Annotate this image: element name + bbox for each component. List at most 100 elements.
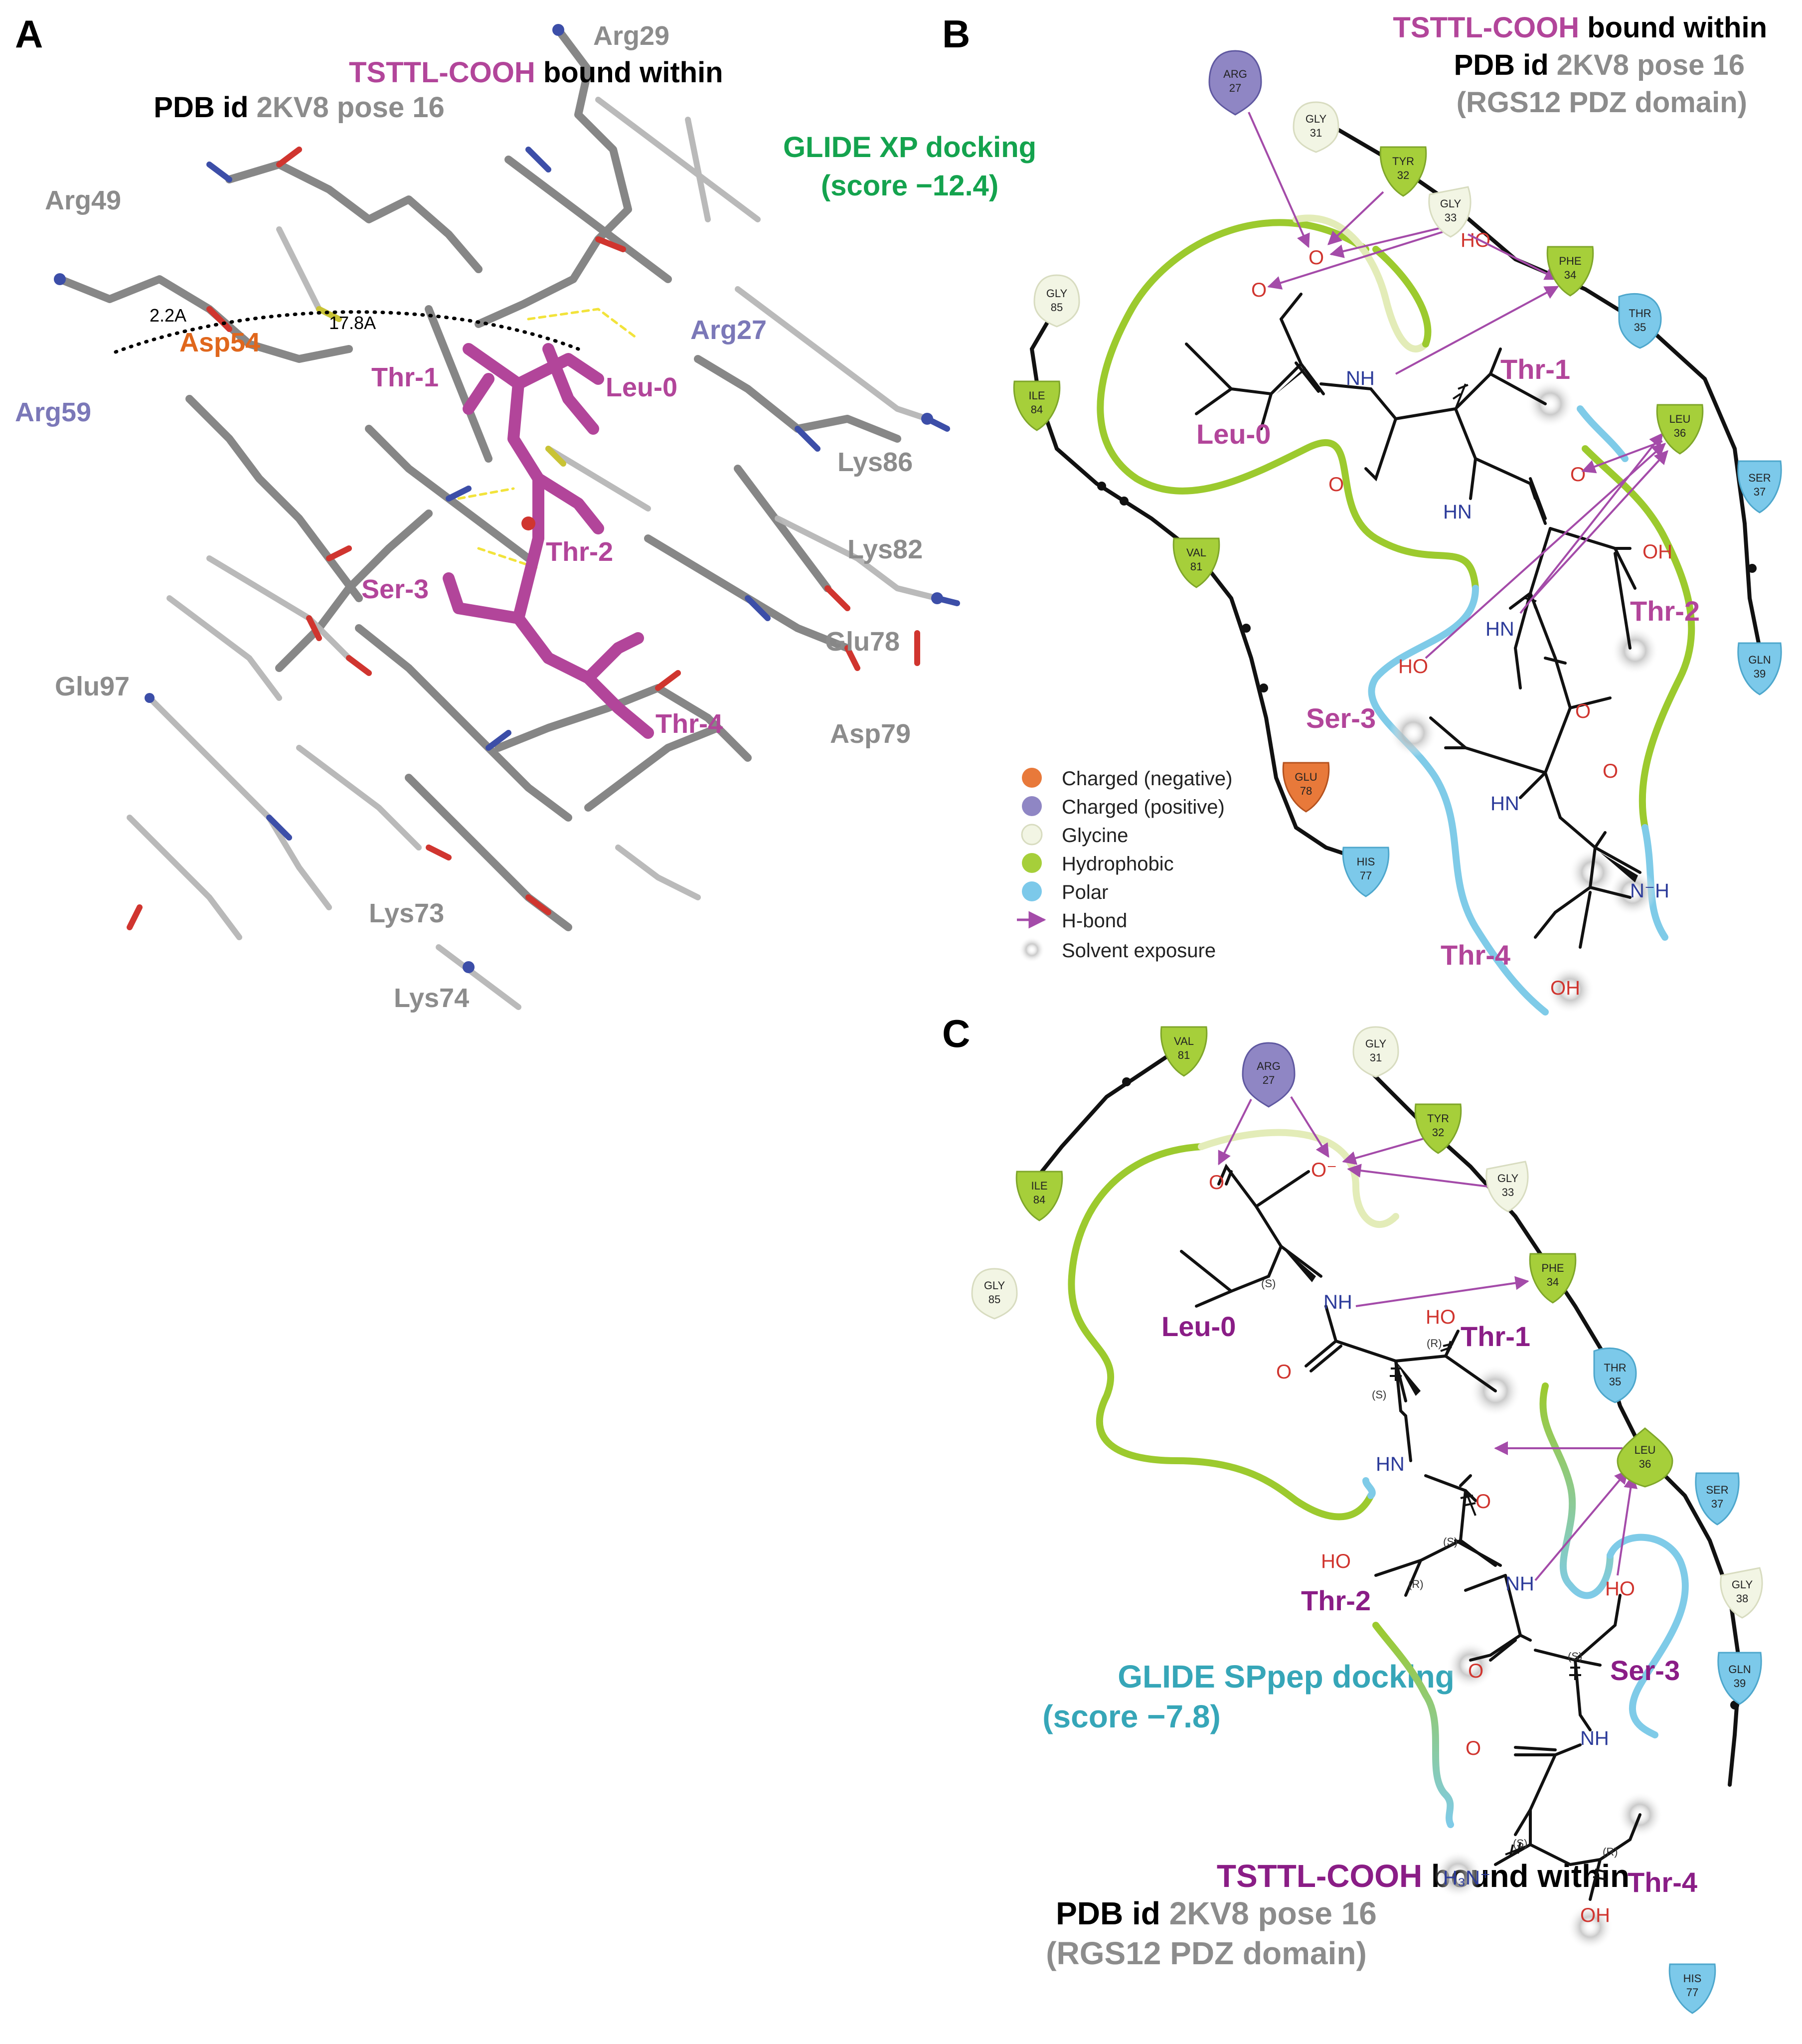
svg-text:34: 34 bbox=[1547, 1276, 1559, 1288]
svg-text:ARG: ARG bbox=[1223, 68, 1247, 80]
panel-b-method-line2: (score −12.4) bbox=[821, 170, 998, 202]
distance-label-2: 17.8A bbox=[329, 313, 376, 333]
svg-text:O: O bbox=[1468, 1660, 1483, 1682]
svg-text:Thr-1: Thr-1 bbox=[1500, 353, 1570, 385]
svg-text:O: O bbox=[1209, 1172, 1224, 1193]
svg-text:O: O bbox=[1575, 700, 1591, 722]
legend-item-hydrophobic: Hydrophobic bbox=[1022, 853, 1174, 875]
label-arg27: Arg27 bbox=[690, 315, 767, 345]
panel-b-ligand-bonds bbox=[1185, 293, 1641, 949]
svg-text:ARG: ARG bbox=[1257, 1060, 1281, 1072]
panel-b-title-line2: PDB id 2KV8 pose 16 bbox=[1454, 49, 1745, 81]
svg-text:HO: HO bbox=[1426, 1306, 1456, 1328]
svg-text:O⁻: O⁻ bbox=[1251, 279, 1277, 301]
svg-text:Ser-3: Ser-3 bbox=[1610, 1655, 1680, 1686]
svg-text:THR: THR bbox=[1604, 1362, 1626, 1374]
svg-text:HIS: HIS bbox=[1357, 855, 1375, 868]
svg-text:Thr-2: Thr-2 bbox=[1630, 595, 1700, 627]
protein-stick-model bbox=[54, 24, 960, 1010]
legend-item-hbond: H-bond bbox=[1017, 910, 1127, 932]
panel-b-title-line1: TSTTL-COOH bound within bbox=[1393, 11, 1767, 44]
svg-text:HO: HO bbox=[1321, 1550, 1351, 1572]
panel-b-title-line3: (RGS12 PDZ domain) bbox=[1457, 86, 1747, 119]
label-arg49: Arg49 bbox=[45, 185, 121, 215]
svg-text:HN: HN bbox=[1490, 793, 1519, 815]
label-glu78: Glu78 bbox=[825, 627, 900, 657]
svg-text:35: 35 bbox=[1634, 321, 1646, 334]
label-arg59: Arg59 bbox=[15, 397, 91, 427]
svg-text:(S): (S) bbox=[1443, 1535, 1458, 1548]
res-c-phe34: PHE 34 bbox=[1529, 1253, 1577, 1304]
panel-b-method-line1: GLIDE XP docking bbox=[783, 131, 1036, 164]
svg-text:(S): (S) bbox=[1568, 1650, 1582, 1663]
legend: Charged (negative) Charged (positive) Gl… bbox=[1017, 768, 1232, 963]
svg-text:36: 36 bbox=[1639, 1458, 1651, 1470]
label-glu97: Glu97 bbox=[55, 672, 130, 701]
svg-text:85: 85 bbox=[1051, 301, 1063, 314]
svg-text:27: 27 bbox=[1263, 1074, 1275, 1086]
panel-b-solvent-halos bbox=[1389, 380, 1659, 1014]
panel-a-title-line2: PDB id 2KV8 pose 16 bbox=[154, 91, 444, 124]
svg-text:(R): (R) bbox=[1427, 1337, 1442, 1350]
svg-text:SER: SER bbox=[1748, 472, 1771, 484]
svg-text:TYR: TYR bbox=[1427, 1112, 1449, 1125]
bound-peptide-sticks bbox=[443, 343, 654, 739]
panel-c-hbonds bbox=[1218, 1096, 1638, 1581]
svg-text:GLN: GLN bbox=[1748, 654, 1771, 666]
svg-text:Solvent exposure: Solvent exposure bbox=[1062, 940, 1216, 962]
panel-c-residue-labels: Leu-0 Thr-1 Thr-2 Ser-3 Thr-4 bbox=[1161, 1311, 1697, 1898]
svg-text:Polar: Polar bbox=[1062, 881, 1108, 903]
label-thr2: Thr-2 bbox=[546, 537, 613, 567]
label-ser3: Ser-3 bbox=[361, 574, 429, 604]
svg-text:O: O bbox=[1276, 1361, 1292, 1383]
svg-text:O: O bbox=[1466, 1737, 1481, 1759]
panel-c-letter: C bbox=[942, 1012, 970, 1055]
label-lys73: Lys73 bbox=[369, 898, 444, 928]
panel-c-ligand-bonds bbox=[1180, 1164, 1641, 1901]
svg-text:OH: OH bbox=[1580, 1904, 1610, 1926]
svg-text:H₃N⁺: H₃N⁺ bbox=[1443, 1867, 1490, 1889]
panel-c: C GLIDE SPpep docking (score −7.8) TSTTL… bbox=[942, 1012, 1763, 2014]
panel-c-method-line1: GLIDE SPpep docking bbox=[1118, 1659, 1455, 1695]
label-lys86: Lys86 bbox=[837, 447, 913, 477]
res-b-arg27: ARG 27 bbox=[1208, 50, 1262, 116]
svg-text:O: O bbox=[1603, 760, 1618, 782]
svg-text:GLY: GLY bbox=[1046, 287, 1068, 300]
svg-text:OH: OH bbox=[1642, 541, 1672, 563]
panel-b: B TSTTL-COOH bound within PDB id 2KV8 po… bbox=[783, 11, 1782, 1016]
svg-text:(S): (S) bbox=[1261, 1277, 1276, 1290]
svg-text:PHE: PHE bbox=[1541, 1262, 1564, 1274]
svg-text:Thr-4: Thr-4 bbox=[1628, 1867, 1697, 1898]
panel-c-method-line2: (score −7.8) bbox=[1042, 1699, 1221, 1734]
svg-text:84: 84 bbox=[1033, 1193, 1045, 1206]
distance-label-1: 2.2A bbox=[150, 305, 186, 326]
label-asp79: Asp79 bbox=[830, 719, 911, 749]
legend-item-solvent: Solvent exposure bbox=[1019, 937, 1216, 963]
panel-a: A bbox=[15, 12, 960, 1013]
svg-text:OH: OH bbox=[1550, 977, 1580, 999]
svg-text:HN: HN bbox=[1443, 501, 1472, 523]
svg-text:(S): (S) bbox=[1513, 1837, 1527, 1850]
svg-text:27: 27 bbox=[1229, 82, 1241, 94]
svg-text:SER: SER bbox=[1706, 1484, 1728, 1496]
panel-b-hbonds bbox=[1248, 112, 1668, 659]
svg-text:GLY: GLY bbox=[1497, 1172, 1519, 1185]
